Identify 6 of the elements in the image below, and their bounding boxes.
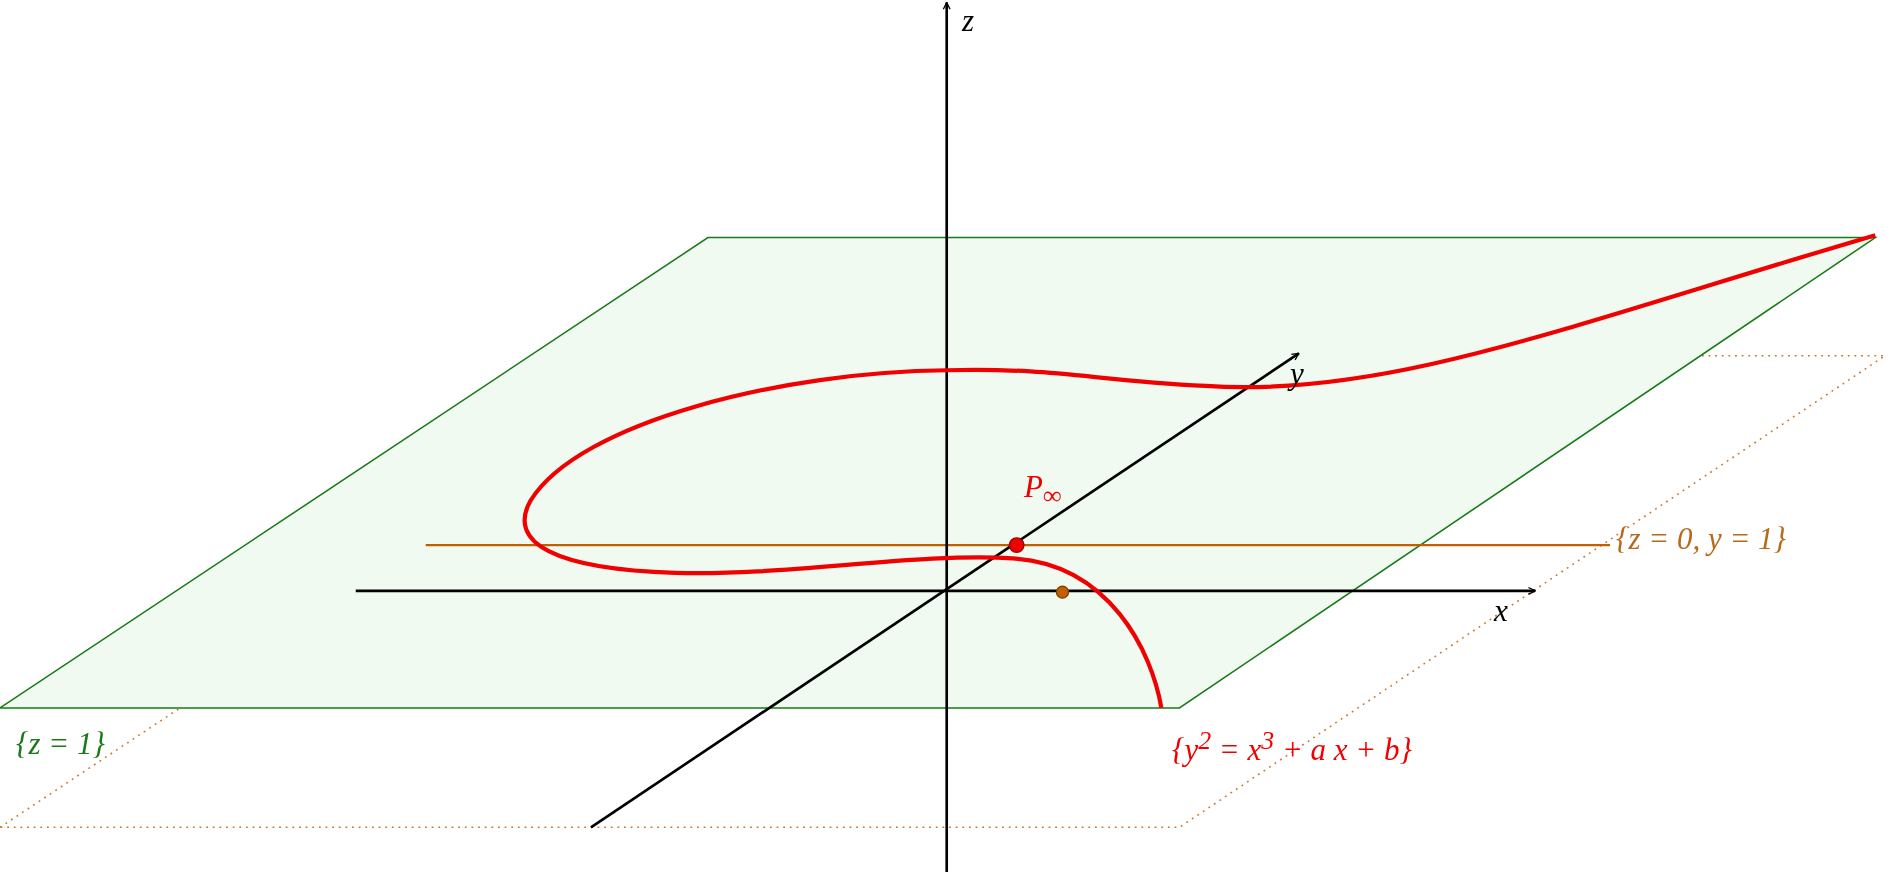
curve-label: {y$^{2}$ = x$^{3}$ + a x + b}: [1172, 727, 1412, 768]
point-label: P$_{∞}$: [1024, 470, 1062, 511]
axis-label: z: [962, 4, 975, 39]
plane-label: {z = 0, y = 1}: [1616, 522, 1786, 557]
plane-label: {z = 1}: [16, 727, 105, 762]
axis-label: x: [1494, 594, 1508, 629]
